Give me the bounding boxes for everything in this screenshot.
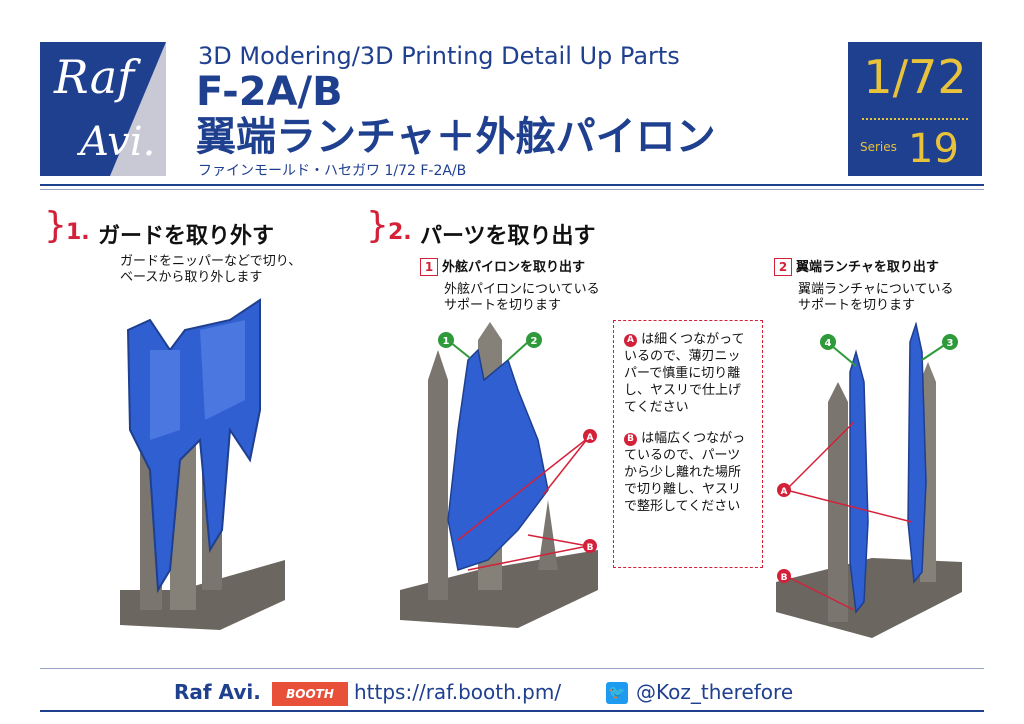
marker-b-pylon-label: B bbox=[587, 543, 594, 553]
note-b: B は幅広くつながっているので、パーツから少し離れた場所で切り離し、ヤスリで整形… bbox=[624, 430, 752, 515]
leader-2 bbox=[507, 341, 529, 361]
note-b-text: は幅広くつながっているので、パーツから少し離れた場所で切り離し、ヤスリで整形して… bbox=[624, 431, 746, 514]
marker-b-launcher-label: B bbox=[781, 573, 788, 583]
marker-1 bbox=[438, 332, 454, 348]
twitter-handle-link[interactable]: @Koz_therefore bbox=[636, 680, 794, 704]
leader-a-4 bbox=[785, 489, 913, 523]
footer-rule-bottom bbox=[40, 710, 984, 712]
base-plate bbox=[120, 560, 285, 630]
leader-b-2 bbox=[527, 534, 589, 547]
marker-4 bbox=[820, 334, 836, 350]
marker-2 bbox=[526, 332, 542, 348]
note-a-text: は細くつながっているので、薄刃ニッパーで慎重に切り離し、ヤスリで仕上げてください bbox=[624, 332, 745, 415]
note-marker-a: A bbox=[624, 334, 637, 347]
booth-url-link[interactable]: https://raf.booth.pm/ bbox=[354, 680, 562, 704]
caution-note: A は細くつながっているので、薄刃ニッパーで慎重に切り離し、ヤスリで仕上げてくだ… bbox=[613, 320, 763, 568]
header-rule bbox=[40, 184, 984, 186]
pylon-support-1 bbox=[428, 350, 448, 600]
step1-desc-1: ガードをニッパーなどで切り、 bbox=[120, 254, 302, 269]
step1-desc-2: ベースから取り外します bbox=[120, 270, 263, 285]
sub1-badge: 1 bbox=[420, 258, 438, 276]
guard-cutouts bbox=[150, 320, 245, 440]
leader-a-1 bbox=[457, 437, 589, 541]
marker-3 bbox=[942, 334, 958, 350]
raf-avi-logo: Raf Avi. bbox=[40, 42, 166, 176]
twitter-icon: 🐦 bbox=[606, 682, 628, 704]
sub2-desc-2: サポートを切ります bbox=[798, 298, 916, 313]
marker-3-label: 3 bbox=[947, 338, 954, 349]
marker-a-pylon bbox=[583, 429, 597, 443]
leader-b-1 bbox=[467, 545, 589, 571]
scale-label: 1/72 bbox=[863, 50, 967, 104]
subtitle: 3D Modering/3D Printing Detail Up Parts bbox=[198, 42, 680, 70]
guard-illustration bbox=[120, 298, 285, 630]
logo-text-avi: Avi. bbox=[80, 119, 156, 165]
launcher-part-1 bbox=[849, 349, 869, 614]
step2-title: パーツを取り出す bbox=[420, 224, 596, 249]
leader-1 bbox=[449, 341, 471, 359]
sub2-desc-1: 翼端ランチャについている bbox=[798, 282, 954, 297]
marker-2-label: 2 bbox=[531, 336, 538, 347]
leader-4 bbox=[831, 345, 857, 367]
sub1-title: 外舷パイロンを取り出す bbox=[442, 260, 586, 275]
leader-b-3 bbox=[785, 575, 855, 611]
header-rule-thin bbox=[40, 189, 984, 190]
footer-brand: Raf Avi. bbox=[174, 680, 261, 704]
step2-number: 2. bbox=[388, 220, 412, 245]
sub2-badge: 2 bbox=[774, 258, 792, 276]
step1-title: ガードを取り外す bbox=[98, 224, 275, 249]
marker-1-label: 1 bbox=[443, 336, 450, 347]
marker-a-launcher-label: A bbox=[781, 487, 788, 497]
marker-b-pylon bbox=[583, 539, 597, 553]
logo-text-raf: Raf bbox=[54, 50, 135, 104]
series-number: 19 bbox=[908, 126, 959, 172]
sub1-heading: 1 外舷パイロンを取り出す bbox=[420, 256, 585, 276]
scale-series-box: 1/72 Series 19 bbox=[848, 42, 982, 176]
note-marker-b: B bbox=[624, 433, 637, 446]
launcher-illustration: 4 3 A B bbox=[776, 322, 962, 638]
sub2-title: 翼端ランチャを取り出す bbox=[796, 260, 939, 275]
leader-3 bbox=[921, 343, 947, 361]
title-model: F-2A/B bbox=[196, 69, 343, 115]
sub1-desc-1: 外舷パイロンについている bbox=[444, 282, 600, 297]
pylon-support-3 bbox=[538, 500, 558, 570]
marker-a-pylon-label: A bbox=[587, 433, 594, 443]
leader-a-2 bbox=[542, 437, 589, 496]
leader-a-3 bbox=[785, 421, 855, 491]
step1-brace: } bbox=[44, 205, 67, 246]
pylon-illustration: 1 2 A B bbox=[400, 322, 598, 628]
note-a: A は細くつながっているので、薄刃ニッパーで慎重に切り離し、ヤスリで仕上げてくだ… bbox=[624, 331, 752, 416]
booth-logo: BOOTH bbox=[272, 682, 348, 706]
marker-4-label: 4 bbox=[825, 338, 832, 349]
divider-dots bbox=[862, 118, 968, 120]
kit-info: ファインモールド・ハセガワ 1/72 F-2A/B bbox=[198, 163, 467, 179]
sub1-desc-2: サポートを切ります bbox=[444, 298, 562, 313]
title-parts: 翼端ランチャ＋外舷パイロン bbox=[196, 114, 716, 160]
marker-a-launcher bbox=[777, 483, 791, 497]
step2-brace: } bbox=[366, 205, 389, 246]
footer-rule-top bbox=[40, 668, 984, 669]
pylon-part bbox=[447, 348, 549, 571]
sub2-heading: 2 翼端ランチャを取り出す bbox=[774, 256, 939, 276]
marker-b-launcher bbox=[777, 569, 791, 583]
series-label: Series bbox=[860, 140, 897, 154]
launcher-part-2 bbox=[907, 322, 927, 584]
step1-number: 1. bbox=[66, 220, 90, 245]
